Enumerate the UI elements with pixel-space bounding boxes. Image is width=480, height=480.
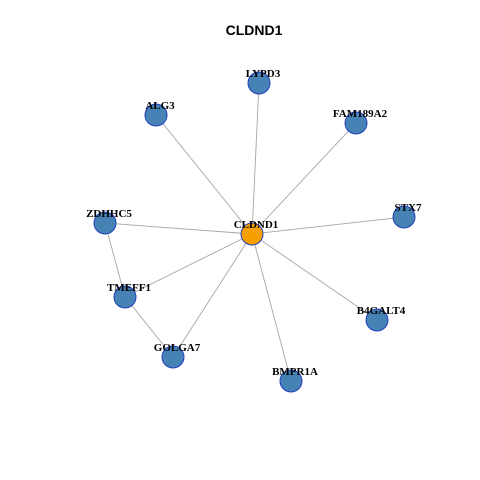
node-golga7: GOLGA7 bbox=[154, 342, 201, 369]
node-label: CLDND1 bbox=[234, 219, 279, 231]
node-circle bbox=[279, 369, 303, 393]
node-fam189a2: FAM189A2 bbox=[333, 108, 388, 135]
node-cldnd1: CLDND1 bbox=[234, 219, 279, 246]
node-lypd3: LYPD3 bbox=[246, 68, 281, 95]
node-label: TMEFF1 bbox=[107, 282, 151, 294]
node-label: B4GALT4 bbox=[357, 305, 406, 317]
node-circle bbox=[113, 285, 137, 309]
edge-cldnd1-bmpr1a bbox=[251, 233, 292, 382]
edge-cldnd1-tmeff1 bbox=[124, 233, 253, 298]
node-stx7: STX7 bbox=[392, 202, 422, 229]
node-label: BMPR1A bbox=[272, 366, 318, 378]
edge-layer bbox=[104, 82, 405, 382]
node-circle bbox=[144, 103, 168, 127]
node-circle bbox=[93, 211, 117, 235]
edge-cldnd1-fam189a2 bbox=[251, 122, 357, 235]
edge-cldnd1-b4galt4 bbox=[251, 233, 378, 321]
node-circle bbox=[247, 71, 271, 95]
node-label: GOLGA7 bbox=[154, 342, 201, 354]
edge-cldnd1-golga7 bbox=[172, 233, 253, 358]
diagram-title: CLDND1 bbox=[226, 22, 283, 38]
node-bmpr1a: BMPR1A bbox=[272, 366, 318, 393]
node-circle bbox=[365, 308, 389, 332]
edge-cldnd1-zdhhc5 bbox=[104, 222, 253, 235]
node-alg3: ALG3 bbox=[144, 100, 175, 127]
node-circle bbox=[344, 111, 368, 135]
node-b4galt4: B4GALT4 bbox=[357, 305, 406, 332]
node-label: LYPD3 bbox=[246, 68, 281, 80]
node-label: FAM189A2 bbox=[333, 108, 388, 120]
node-label: ZDHHC5 bbox=[86, 208, 132, 220]
edge-cldnd1-alg3 bbox=[155, 114, 253, 235]
node-tmeff1: TMEFF1 bbox=[107, 282, 151, 309]
node-circle bbox=[240, 222, 264, 246]
edge-cldnd1-lypd3 bbox=[251, 82, 260, 235]
node-label: STX7 bbox=[395, 202, 422, 214]
edge-tmeff1-golga7 bbox=[124, 296, 174, 358]
edge-cldnd1-stx7 bbox=[251, 216, 405, 235]
node-circle bbox=[392, 205, 416, 229]
node-label: ALG3 bbox=[145, 100, 175, 112]
node-zdhhc5: ZDHHC5 bbox=[86, 208, 132, 235]
node-circle bbox=[161, 345, 185, 369]
edge-zdhhc5-tmeff1 bbox=[104, 222, 126, 298]
